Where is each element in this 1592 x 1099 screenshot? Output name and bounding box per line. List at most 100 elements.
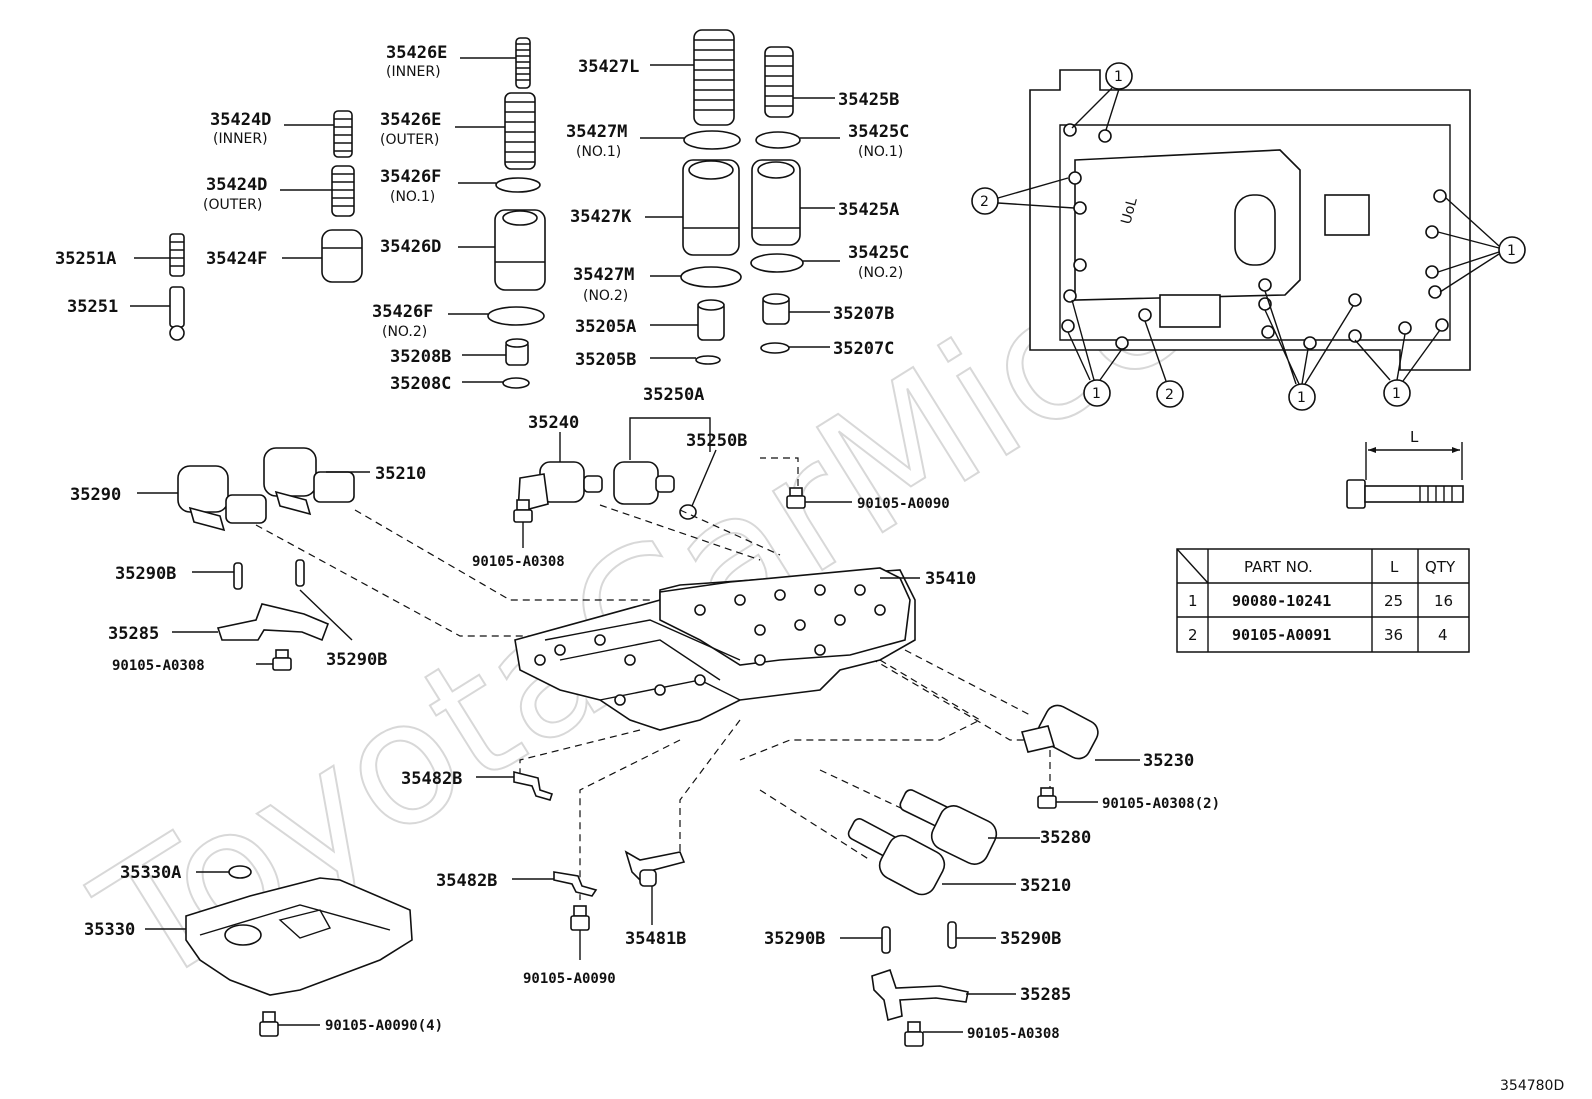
pin-35290B-second (295, 559, 305, 587)
label-35427L: 35427L (578, 57, 639, 77)
label-35424D-outer: 35424D (206, 175, 267, 195)
label-35210-lower: 35210 (1020, 876, 1071, 896)
clip-35207C (760, 342, 790, 354)
label-35205B: 35205B (575, 350, 636, 370)
table-row-1-qty: 16 (1434, 592, 1453, 610)
label-35424D-inner: 35424D (210, 110, 271, 130)
spring-35425B (764, 46, 794, 118)
label-outer-2: (OUTER) (203, 197, 262, 213)
label-35250A: 35250A (643, 385, 704, 405)
oring-35427M-no2 (680, 266, 742, 288)
bolt-90105-A0308-mid (513, 499, 533, 523)
label-35426E-inner: 35426E (386, 43, 447, 63)
plug-35207B (762, 293, 790, 325)
spring-35426E-inner (515, 37, 531, 89)
oring-35330A (228, 865, 252, 879)
oring-35426F-no1 (495, 177, 541, 193)
table-row-1-l: 25 (1384, 592, 1403, 610)
label-35426E-outer: 35426E (380, 110, 441, 130)
label-35427K: 35427K (570, 207, 632, 227)
solenoid-35290 (177, 465, 267, 532)
label-35205A: 35205A (575, 317, 636, 337)
label-35290B-lower-left: 35290B (764, 929, 825, 949)
plate-35285-left (216, 603, 330, 642)
spring-35251A (169, 233, 185, 277)
table-row-1-index: 1 (1188, 592, 1198, 610)
label-35425B: 35425B (838, 90, 899, 110)
label-90105-A0090-4: 90105-A0090(4) (325, 1018, 443, 1034)
plug-35205A (697, 299, 725, 341)
label-35290: 35290 (70, 485, 121, 505)
label-35426F-no1: 35426F (380, 167, 441, 187)
label-35482B-upper: 35482B (401, 769, 462, 789)
oring-35427M-no1 (683, 130, 741, 150)
label-outer-1: (OUTER) (380, 132, 439, 148)
plate-35285-lower (871, 968, 969, 1022)
label-35207B: 35207B (833, 304, 894, 324)
label-90105-A0090-lower: 90105-A0090 (523, 971, 616, 987)
bolt-90105-A0090-top (786, 487, 806, 509)
valve-body-35410 (514, 567, 916, 731)
oring-35425C-no1 (755, 131, 801, 149)
label-35251A: 35251A (55, 249, 116, 269)
pin-35290B-left (233, 562, 243, 590)
spring-35427L (693, 29, 735, 126)
label-35427M-no2: 35427M (573, 265, 634, 285)
label-35285-lower: 35285 (1020, 985, 1071, 1005)
label-35207C: 35207C (833, 339, 894, 359)
clip-35205B (695, 355, 721, 365)
valve-35424F (321, 229, 363, 283)
svg-text:2: 2 (980, 194, 989, 210)
plug-35208B (505, 338, 529, 366)
label-no1-c: (NO.1) (858, 144, 903, 160)
label-no2-b: (NO.2) (583, 288, 628, 304)
solenoid-35280 (899, 789, 998, 865)
label-35230: 35230 (1143, 751, 1194, 771)
bolt-spec-table: PART NO. L QTY 1 90080-10241 25 16 2 901… (1176, 548, 1470, 653)
valve-35426D (494, 209, 546, 291)
table-header-qty: QTY (1425, 558, 1456, 576)
label-35290B-lower-right: 35290B (1000, 929, 1061, 949)
label-35208B: 35208B (390, 347, 451, 367)
label-no2-a: (NO.2) (382, 324, 427, 340)
valve-35427K (682, 159, 740, 256)
svg-text:2: 2 (1165, 387, 1174, 403)
label-inner-2: (INNER) (213, 131, 268, 147)
label-35290B-left: 35290B (115, 564, 176, 584)
bracket-35482B-upper (513, 770, 554, 801)
valve-35425A (751, 159, 801, 246)
svg-text:1: 1 (1092, 386, 1101, 402)
table-row-2-index: 2 (1188, 626, 1198, 644)
oring-35425C-no2 (750, 253, 804, 273)
bolt-90105-A0090-4 (259, 1011, 279, 1037)
table-row-2-part-no: 90105-A0091 (1232, 626, 1331, 644)
bolt-length-figure: L (1346, 428, 1464, 509)
svg-text:1: 1 (1392, 386, 1401, 402)
label-90105-A0308-2: 90105-A0308(2) (1102, 796, 1220, 812)
label-90105-A0308-bottom: 90105-A0308 (967, 1026, 1060, 1042)
solenoid-35230 (1020, 704, 1099, 760)
spring-35426E-outer (504, 92, 536, 170)
oil-strainer-35330 (185, 877, 413, 996)
pin-35290B-lower-left (881, 926, 891, 954)
label-35290B-right: 35290B (326, 650, 387, 670)
label-inner-1: (INNER) (386, 64, 441, 80)
bolt-90105-A0308-bottom (904, 1021, 924, 1047)
label-35426F-no2: 35426F (372, 302, 433, 322)
label-90105-A0308-mid: 90105-A0308 (472, 554, 565, 570)
label-35425C-no2: 35425C (848, 243, 909, 263)
solenoid-35250A (613, 461, 675, 505)
svg-text:1: 1 (1114, 69, 1123, 85)
table-row-1-part-no: 90080-10241 (1232, 592, 1331, 610)
table-header-l: L (1390, 558, 1399, 576)
label-no2-c: (NO.2) (858, 265, 903, 281)
inset-valve-body-bolt-pattern: UoL (1029, 69, 1471, 371)
inset-bolt-holes (1061, 123, 1449, 350)
bracket-35481B (624, 850, 686, 887)
table-header-part-no: PART NO. (1244, 558, 1313, 576)
solenoid-35240 (517, 461, 603, 514)
inset-callouts: 1 2 1 1 2 1 1 (971, 62, 1526, 411)
table-row-2-l: 36 (1384, 626, 1403, 644)
label-35210-upper: 35210 (375, 464, 426, 484)
